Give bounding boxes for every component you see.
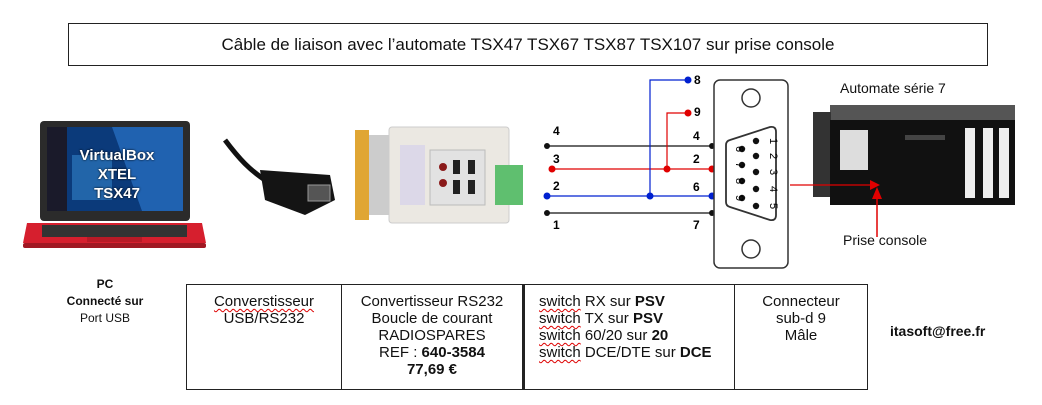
left-pin-label: 1 bbox=[553, 218, 560, 232]
plc-illustration bbox=[805, 100, 1025, 215]
connector-pin-label: 5 bbox=[767, 203, 779, 209]
switch-value: PSV bbox=[634, 293, 665, 310]
switch-row: switch TX sur PSV bbox=[539, 310, 734, 327]
connector-pin-label: 2 bbox=[767, 153, 779, 159]
right-pin-label: 4 bbox=[693, 129, 700, 143]
table-cell-switches: switch RX sur PSV switch TX sur PSV swit… bbox=[524, 284, 735, 390]
cell1-line1: Converstisseur bbox=[213, 293, 315, 310]
arrow-head-icon bbox=[870, 180, 880, 190]
cell2-line1: Convertisseur RS232 bbox=[360, 293, 504, 310]
pin-dot bbox=[684, 109, 692, 117]
diagram-title: Câble de liaison avec l’automate TSX47 T… bbox=[68, 23, 988, 66]
console-port-arrows bbox=[790, 180, 882, 237]
usb-rs232-cable-illustration bbox=[220, 130, 340, 220]
pin-dot bbox=[543, 192, 551, 200]
usb-cable-icon bbox=[223, 138, 335, 215]
pc-label: PC Connecté sur Port USB bbox=[40, 276, 170, 327]
pin-dot bbox=[684, 76, 692, 84]
table-cell-usb-converter: Converstisseur USB/RS232 bbox=[186, 284, 342, 390]
cell4-line1: Connecteur bbox=[762, 293, 840, 310]
switch-value: DCE bbox=[679, 344, 712, 361]
left-pin-label: 2 bbox=[553, 179, 560, 193]
table-cell-rs232-converter: Convertisseur RS232 Boucle de courant RA… bbox=[341, 284, 524, 390]
cell2-line3: RADIOSPARES bbox=[378, 327, 486, 344]
switch-word: switch bbox=[539, 344, 581, 361]
plc-icon bbox=[813, 105, 1015, 205]
cell2-line2: Boucle de courant bbox=[371, 310, 493, 327]
extra-pin-label: 8 bbox=[694, 73, 701, 87]
connector-pin-label: 3 bbox=[767, 169, 779, 175]
pin-dot bbox=[544, 143, 550, 149]
console-port-label: Prise console bbox=[843, 232, 928, 248]
right-pin-label: 6 bbox=[693, 180, 700, 194]
junction-dot bbox=[663, 165, 671, 173]
switch-value: 20 bbox=[651, 327, 669, 344]
connector-pin-label: 1 bbox=[767, 138, 779, 144]
laptop-screen-line-3: TSX47 bbox=[94, 185, 140, 202]
left-pin-label: 4 bbox=[553, 124, 560, 138]
cell2-price: 77,69 € bbox=[406, 361, 458, 378]
converter-icon bbox=[355, 126, 523, 224]
connector-pin-label: 6 bbox=[733, 146, 745, 152]
laptop-illustration: VirtualBox XTEL TSX47 bbox=[22, 115, 207, 260]
db9-connector-icon: 1 2 3 4 5 6 7 8 9 bbox=[713, 79, 789, 269]
laptop-screen-line-2: XTEL bbox=[97, 166, 137, 183]
junction-dot bbox=[646, 192, 654, 200]
rs232-converter-illustration bbox=[350, 125, 530, 225]
cell2-ref-label: REF : bbox=[379, 344, 422, 361]
right-pin-label: 2 bbox=[693, 152, 700, 166]
extra-pin-label: 9 bbox=[694, 105, 701, 119]
wire-pin9-bridge bbox=[666, 112, 688, 169]
cell4-line2: sub-d 9 bbox=[775, 310, 827, 327]
left-pin-label: 3 bbox=[553, 152, 560, 166]
connector-pin-label: 9 bbox=[733, 195, 745, 201]
switch-text: RX sur bbox=[580, 293, 635, 310]
switch-row: switch 60/20 sur 20 bbox=[539, 327, 734, 344]
plc-title: Automate série 7 bbox=[840, 80, 946, 96]
switch-row: switch DCE/DTE sur DCE bbox=[539, 344, 734, 361]
switch-word: switch bbox=[539, 293, 581, 310]
wiring-diagram: 4 3 2 1 4 2 6 7 8 9 1 2 3 4 5 6 7 8 9 bbox=[543, 73, 789, 269]
connector-pin-label: 7 bbox=[733, 162, 745, 168]
laptop-icon bbox=[23, 121, 206, 248]
switch-row: switch RX sur PSV bbox=[539, 293, 734, 310]
arrow-head-icon bbox=[872, 187, 882, 199]
cell1-line2: USB/RS232 bbox=[223, 310, 305, 327]
table-cell-connector: Connecteur sub-d 9 Mâle bbox=[734, 284, 868, 390]
connector-pin-label: 8 bbox=[733, 178, 745, 184]
switch-value: PSV bbox=[632, 310, 663, 327]
switch-word: switch bbox=[539, 310, 581, 327]
wire-pin8-bridge bbox=[649, 79, 688, 196]
switch-text: 60/20 sur bbox=[580, 327, 652, 344]
pin-dot bbox=[544, 210, 550, 216]
pc-label-line3: Port USB bbox=[79, 311, 130, 325]
diagram-title-text: Câble de liaison avec l’automate TSX47 T… bbox=[221, 34, 835, 54]
cell4-line3: Mâle bbox=[784, 327, 818, 344]
right-pin-label: 7 bbox=[693, 218, 700, 232]
contact-email: itasoft@free.fr bbox=[890, 323, 986, 339]
switch-word: switch bbox=[539, 327, 581, 344]
pc-label-line1: PC bbox=[96, 277, 114, 291]
connector-pin-label: 4 bbox=[767, 186, 779, 192]
switch-text: DCE/DTE sur bbox=[580, 344, 680, 361]
switch-text: TX sur bbox=[580, 310, 633, 327]
laptop-screen-line-1: VirtualBox bbox=[79, 147, 155, 164]
pc-label-line2: Connecté sur bbox=[66, 294, 144, 308]
cell2-ref-value: 640-3584 bbox=[421, 344, 485, 361]
pin-dot bbox=[548, 165, 556, 173]
